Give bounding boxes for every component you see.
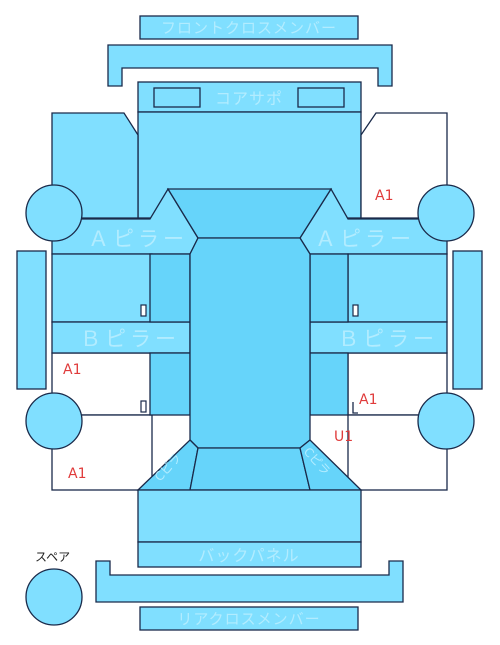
right-rocker[interactable] [309,352,349,416]
b-pillar-right[interactable] [309,321,448,354]
a-pillar-right-label: Ａピラー [315,227,415,251]
mark-right-quarter: U1 [334,429,353,445]
right-rear-door-handle [352,402,358,414]
rear-cross-member-label-panel [139,606,359,631]
mark-left-quarter: A1 [68,466,86,482]
left-side-sill[interactable] [16,250,47,390]
a-pillar-left-label: Ａピラー [88,227,188,251]
front-cross-member-label: フロントクロスメンバー [161,19,337,37]
rear-cross-member-label: リアクロスメンバー [177,610,320,628]
right-front-fender[interactable] [360,112,448,219]
back-panel-label: バックパネル [198,546,299,565]
front-cross-member-label-panel [139,15,359,40]
b-pillar-right-label: Ｂピラー [338,327,438,351]
rear-glass[interactable] [189,447,311,491]
right-side-sill[interactable] [452,250,483,390]
wheel-rear-right[interactable] [417,392,475,450]
spare-label: スペア [35,550,70,564]
core-support-label: コアサポ [215,89,283,108]
back-panel[interactable] [137,541,362,568]
wheel-rear-left[interactable] [25,392,83,450]
left-headlight[interactable] [153,87,201,108]
left-rear-door-handle [140,400,147,413]
mark-left-rear-door: A1 [63,362,81,378]
roof[interactable] [189,237,311,449]
right-headlight[interactable] [297,87,345,108]
rear-cross-member[interactable] [95,560,404,603]
right-roof-side[interactable] [309,253,349,323]
mark-right-front-fender: A1 [375,188,393,204]
spare-tire[interactable] [25,568,83,626]
b-pillar-left-label: Ｂピラー [80,327,180,351]
b-pillar-left[interactable] [51,321,191,354]
left-front-door[interactable] [51,253,153,323]
wheel-front-left[interactable] [25,184,83,242]
trunk-lid[interactable] [137,489,362,543]
right-front-door-handle [352,304,359,317]
wheel-front-right[interactable] [417,184,475,242]
left-rocker[interactable] [149,352,191,416]
right-front-door[interactable] [347,253,448,323]
left-front-door-handle [140,304,147,317]
front-cross-member[interactable] [107,44,393,87]
mark-right-rear-door: A1 [359,392,377,408]
left-roof-side[interactable] [149,253,191,323]
